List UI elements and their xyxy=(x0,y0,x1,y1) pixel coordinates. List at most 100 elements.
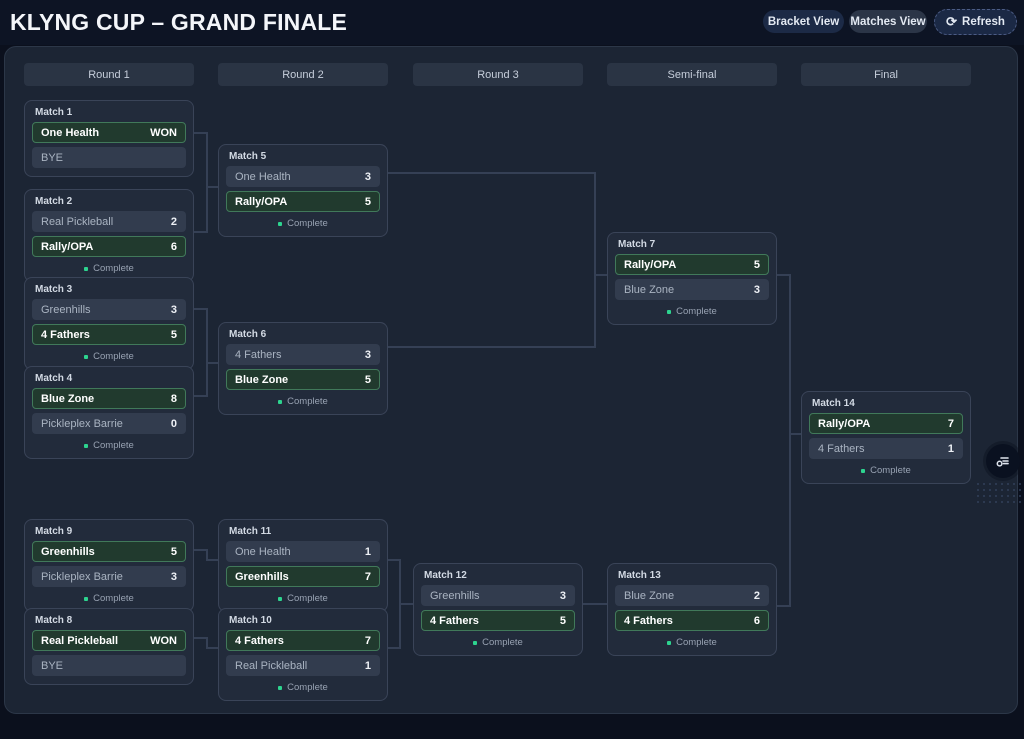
connector-line xyxy=(206,647,218,649)
connector-line xyxy=(206,308,208,397)
match-status: Complete xyxy=(219,394,387,410)
round-header-round-3: Round 3 xyxy=(413,63,583,86)
team-name: Rally/OPA xyxy=(818,417,871,430)
status-label: Complete xyxy=(93,593,134,604)
matches-view-button[interactable]: Matches View xyxy=(849,10,927,33)
status-dot-icon xyxy=(667,640,672,645)
team-name: Greenhills xyxy=(430,589,480,602)
status-dot-icon xyxy=(278,221,283,226)
status-dot-icon xyxy=(84,266,89,271)
refresh-label: Refresh xyxy=(962,16,1005,28)
connector-line xyxy=(206,362,218,364)
team-name: 4 Fathers xyxy=(624,614,673,627)
status-dot-icon xyxy=(278,399,283,404)
match-status: Complete xyxy=(25,591,193,607)
match-label: Match 3 xyxy=(35,284,73,295)
team-score: 3 xyxy=(753,283,760,296)
match-status: Complete xyxy=(219,591,387,607)
team-name: BYE xyxy=(41,151,64,164)
connector-line xyxy=(399,603,413,605)
connector-line xyxy=(789,433,801,435)
refresh-icon: ⟳ xyxy=(946,13,958,29)
status-label: Complete xyxy=(93,351,134,362)
connector-line xyxy=(206,559,218,561)
connector-line xyxy=(206,549,208,561)
status-label: Complete xyxy=(287,218,328,229)
team-row-bye[interactable]: BYE xyxy=(32,147,186,168)
match-status: Complete xyxy=(802,463,970,479)
page-title: KLYNG CUP – GRAND FINALE xyxy=(10,9,348,35)
team-score: 7 xyxy=(364,570,371,583)
dots-decoration xyxy=(975,481,1021,507)
refresh-button[interactable]: ⟳ Refresh xyxy=(934,9,1017,35)
bracket-view-button[interactable]: Bracket View xyxy=(763,10,844,33)
round-header-final: Final xyxy=(801,63,971,86)
match-label: Match 4 xyxy=(35,373,73,384)
team-name: One Health xyxy=(235,170,291,183)
status-dot-icon xyxy=(278,596,283,601)
team-name: 4 Fathers xyxy=(818,442,865,455)
status-dot-icon xyxy=(667,309,672,314)
team-score: WON xyxy=(150,126,177,139)
connector-line xyxy=(388,647,400,649)
round-header-semi-final: Semi-final xyxy=(607,63,777,86)
team-score: WON xyxy=(150,634,177,647)
team-row-bye[interactable]: BYE xyxy=(32,655,186,676)
connector-line xyxy=(194,231,208,233)
match-label: Match 11 xyxy=(229,526,272,537)
round-header-round-2: Round 2 xyxy=(218,63,388,86)
bracket-view-label: Bracket View xyxy=(767,15,840,28)
team-score: 7 xyxy=(364,634,371,647)
team-row-one-health[interactable]: One Health 3 xyxy=(226,166,380,187)
team-name: 4 Fathers xyxy=(41,328,90,341)
team-name: Rally/OPA xyxy=(41,240,94,253)
filter-fab-button[interactable] xyxy=(986,444,1020,478)
status-dot-icon xyxy=(84,443,89,448)
team-score: 3 xyxy=(364,170,371,183)
team-score: 0 xyxy=(170,417,177,430)
top-bar: KLYNG CUP – GRAND FINALE Bracket View Ma… xyxy=(0,0,1024,45)
